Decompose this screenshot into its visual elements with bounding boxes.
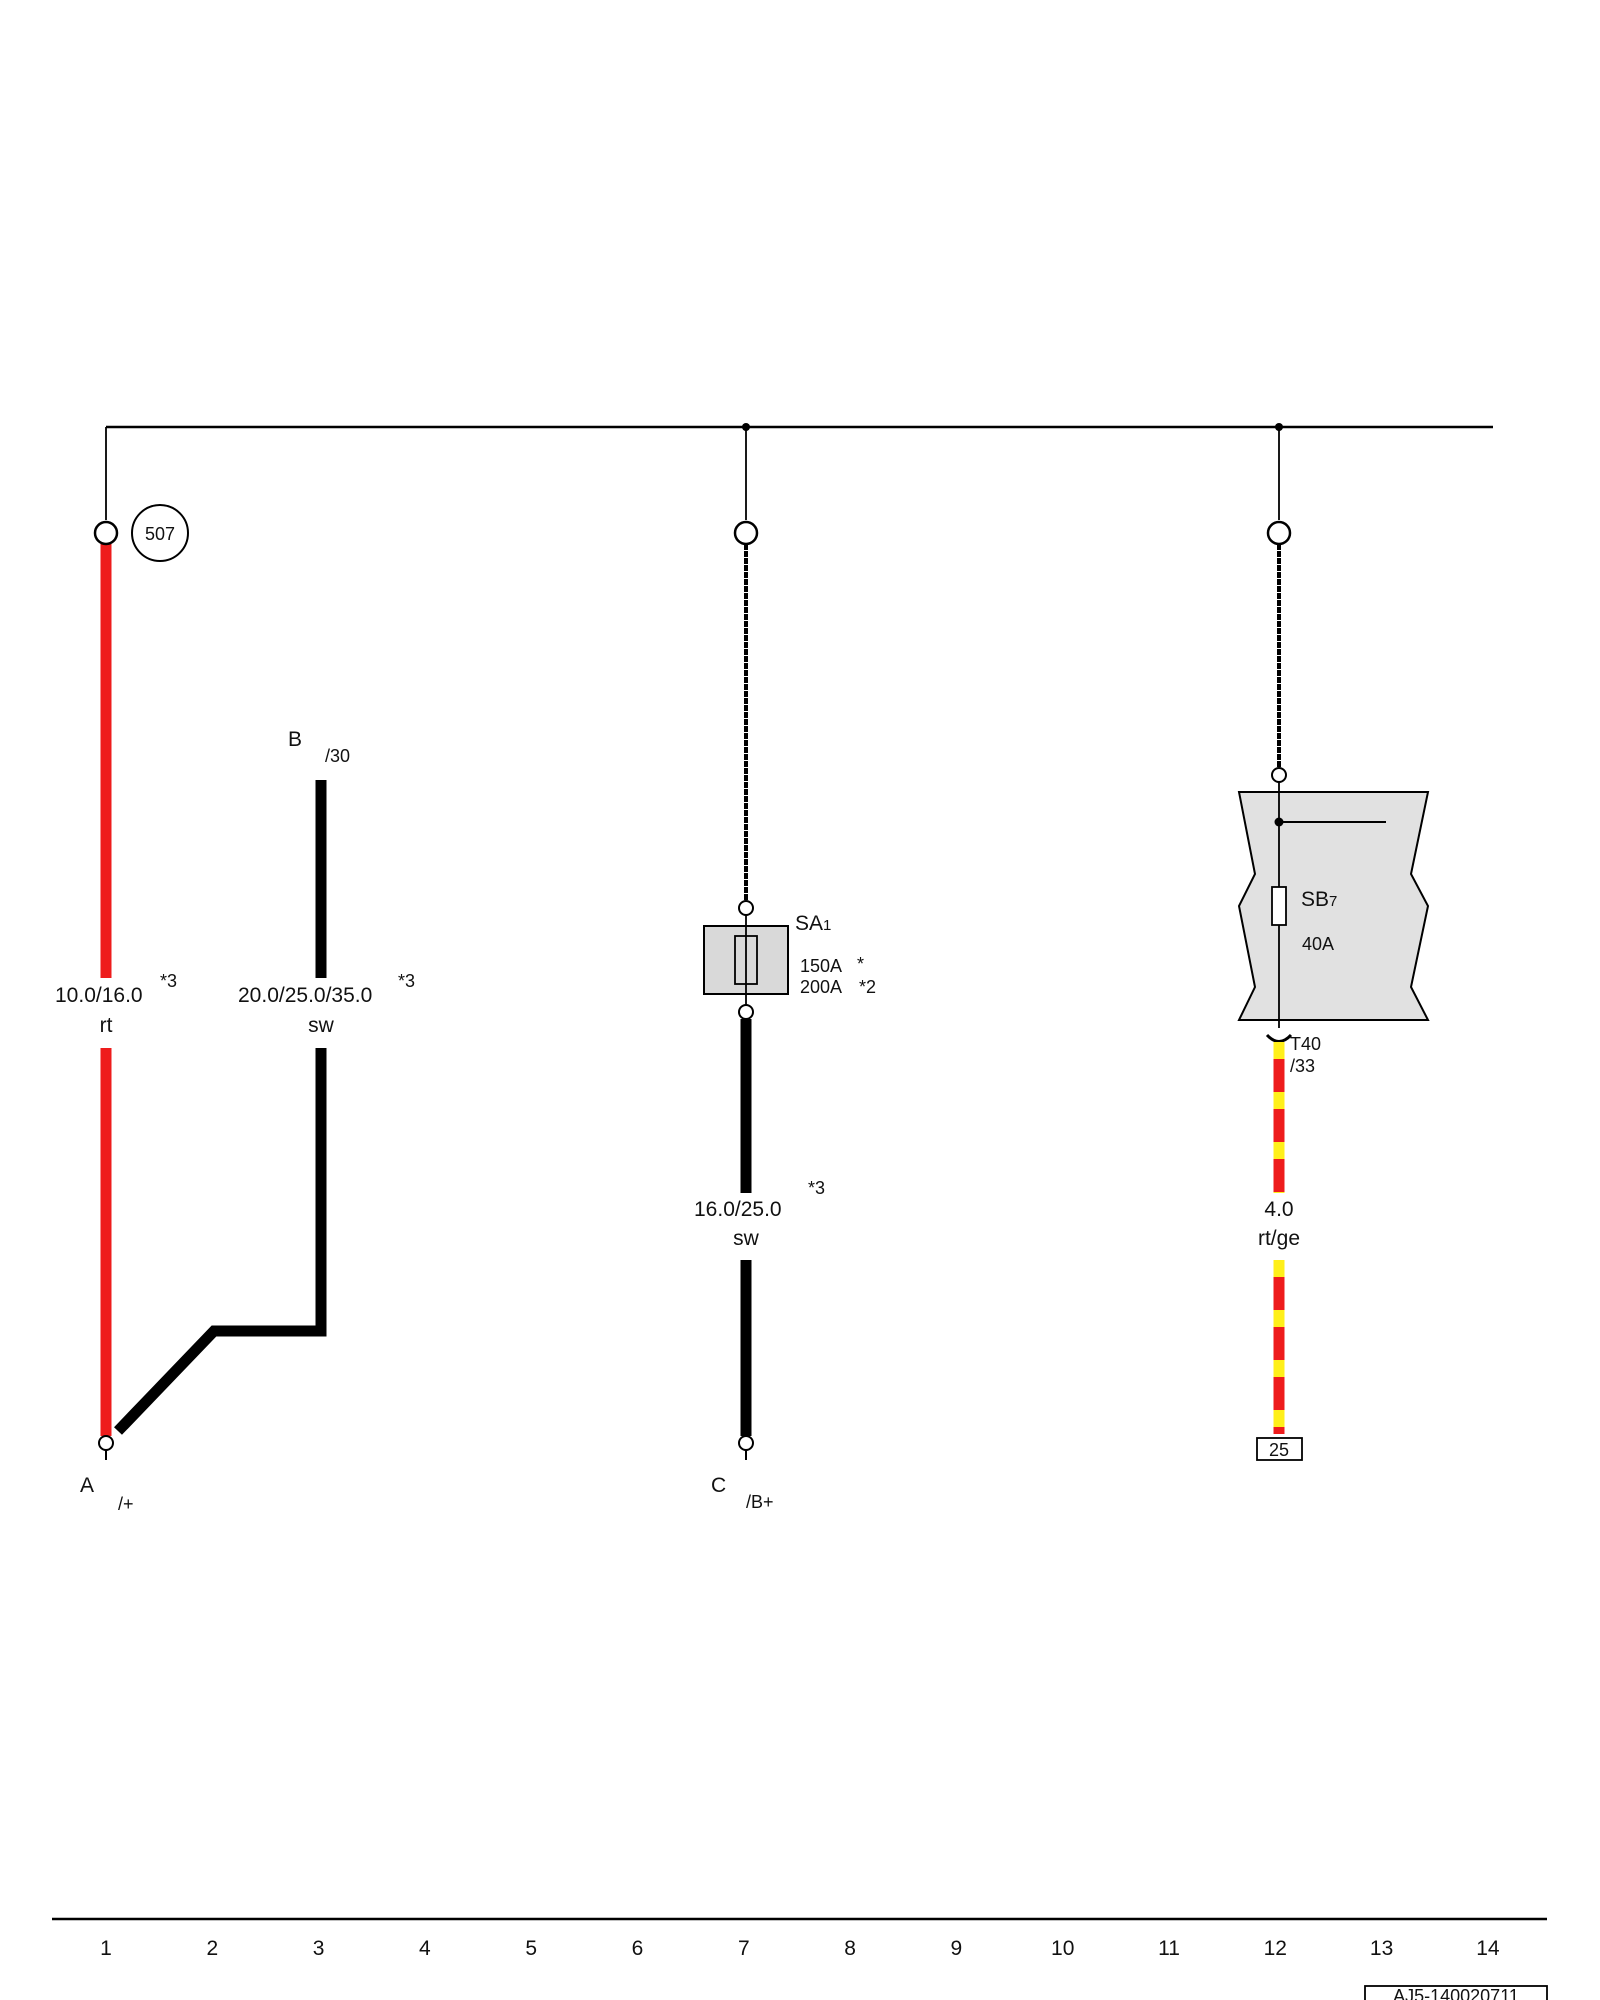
grid-number: 3 bbox=[313, 1937, 325, 1960]
grid-number: 6 bbox=[632, 1937, 644, 1960]
wire-1-color: rt bbox=[100, 1014, 113, 1037]
wire-3-size: 16.0/25.0 bbox=[694, 1198, 782, 1221]
ground-point-label: 507 bbox=[145, 524, 175, 544]
fuse-sa-rating-2: 200A bbox=[800, 977, 842, 997]
fuse-sa-top-pin bbox=[738, 900, 754, 916]
bus-junction-7 bbox=[742, 423, 750, 431]
grid-number: 4 bbox=[419, 1937, 431, 1960]
connection-point-7 bbox=[733, 520, 759, 546]
doc-id-label: AJ5-140020711 bbox=[1393, 1986, 1519, 2000]
grid-number: 9 bbox=[951, 1937, 963, 1960]
fuse-sb-rating: 40A bbox=[1302, 934, 1334, 954]
connector-t40-symbol bbox=[1265, 1033, 1293, 1043]
fuse-sa-name: SA1 bbox=[795, 912, 831, 935]
wire-sw-b-lower bbox=[114, 1048, 327, 1435]
terminal-c-point bbox=[738, 1435, 754, 1451]
fuse-sa-bottom-pin bbox=[738, 1004, 754, 1020]
wire-3-note: *3 bbox=[808, 1178, 825, 1198]
grid-number: 5 bbox=[525, 1937, 537, 1960]
wire-4-color: rt/ge bbox=[1258, 1227, 1300, 1250]
fuse-sb-name: SB7 bbox=[1301, 888, 1337, 911]
wire-3-color: sw bbox=[733, 1227, 760, 1250]
terminal-a-point bbox=[98, 1435, 114, 1451]
fuse-sa-rating-1: 150A bbox=[800, 956, 842, 976]
grid-number: 10 bbox=[1051, 1937, 1074, 1960]
connector-t40-name: T40 bbox=[1290, 1034, 1321, 1054]
wire-1-size: 10.0/16.0 bbox=[55, 984, 143, 1007]
wire-2-color: sw bbox=[308, 1014, 335, 1037]
ground-point-circle bbox=[131, 504, 189, 562]
grid-number: 14 bbox=[1476, 1937, 1500, 1960]
grid-number: 11 bbox=[1158, 1937, 1180, 1960]
doc-id-box bbox=[1364, 1985, 1548, 2000]
terminal-a-letter: A bbox=[80, 1474, 94, 1497]
terminal-b-pin: /30 bbox=[325, 746, 350, 766]
fuse-sa-note-2: *2 bbox=[859, 977, 876, 997]
fuse-sb-element bbox=[1271, 886, 1287, 926]
bus-junction-12 bbox=[1275, 423, 1283, 431]
wire-1-note: *3 bbox=[160, 971, 177, 991]
wire-2-size: 20.0/25.0/35.0 bbox=[238, 984, 372, 1007]
grid-number: 12 bbox=[1264, 1937, 1287, 1960]
grid-number: 13 bbox=[1370, 1937, 1393, 1960]
terminal-c-pin: /B+ bbox=[746, 1492, 774, 1512]
grid-number: 2 bbox=[206, 1937, 218, 1960]
connection-point-1 bbox=[93, 520, 119, 546]
fuse-holder-body bbox=[1237, 791, 1430, 1021]
connector-t40-pin: /33 bbox=[1290, 1056, 1315, 1076]
terminal-b-letter: B bbox=[288, 728, 302, 751]
terminal-c-letter: C bbox=[711, 1474, 726, 1497]
terminal-a-pin: /+ bbox=[118, 1494, 134, 1514]
grid-number: 7 bbox=[738, 1937, 750, 1960]
grid-number: 8 bbox=[844, 1937, 856, 1960]
fuse-holder-top-pin bbox=[1271, 767, 1287, 783]
connection-point-12 bbox=[1266, 520, 1292, 546]
wire-2-note: *3 bbox=[398, 971, 415, 991]
fuse-sa-note-1: * bbox=[857, 954, 864, 974]
reference-box bbox=[1256, 1437, 1303, 1461]
wire-4-size: 4.0 bbox=[1264, 1198, 1293, 1221]
reference-box-label: 25 bbox=[1269, 1440, 1289, 1460]
grid-number: 1 bbox=[100, 1937, 112, 1960]
